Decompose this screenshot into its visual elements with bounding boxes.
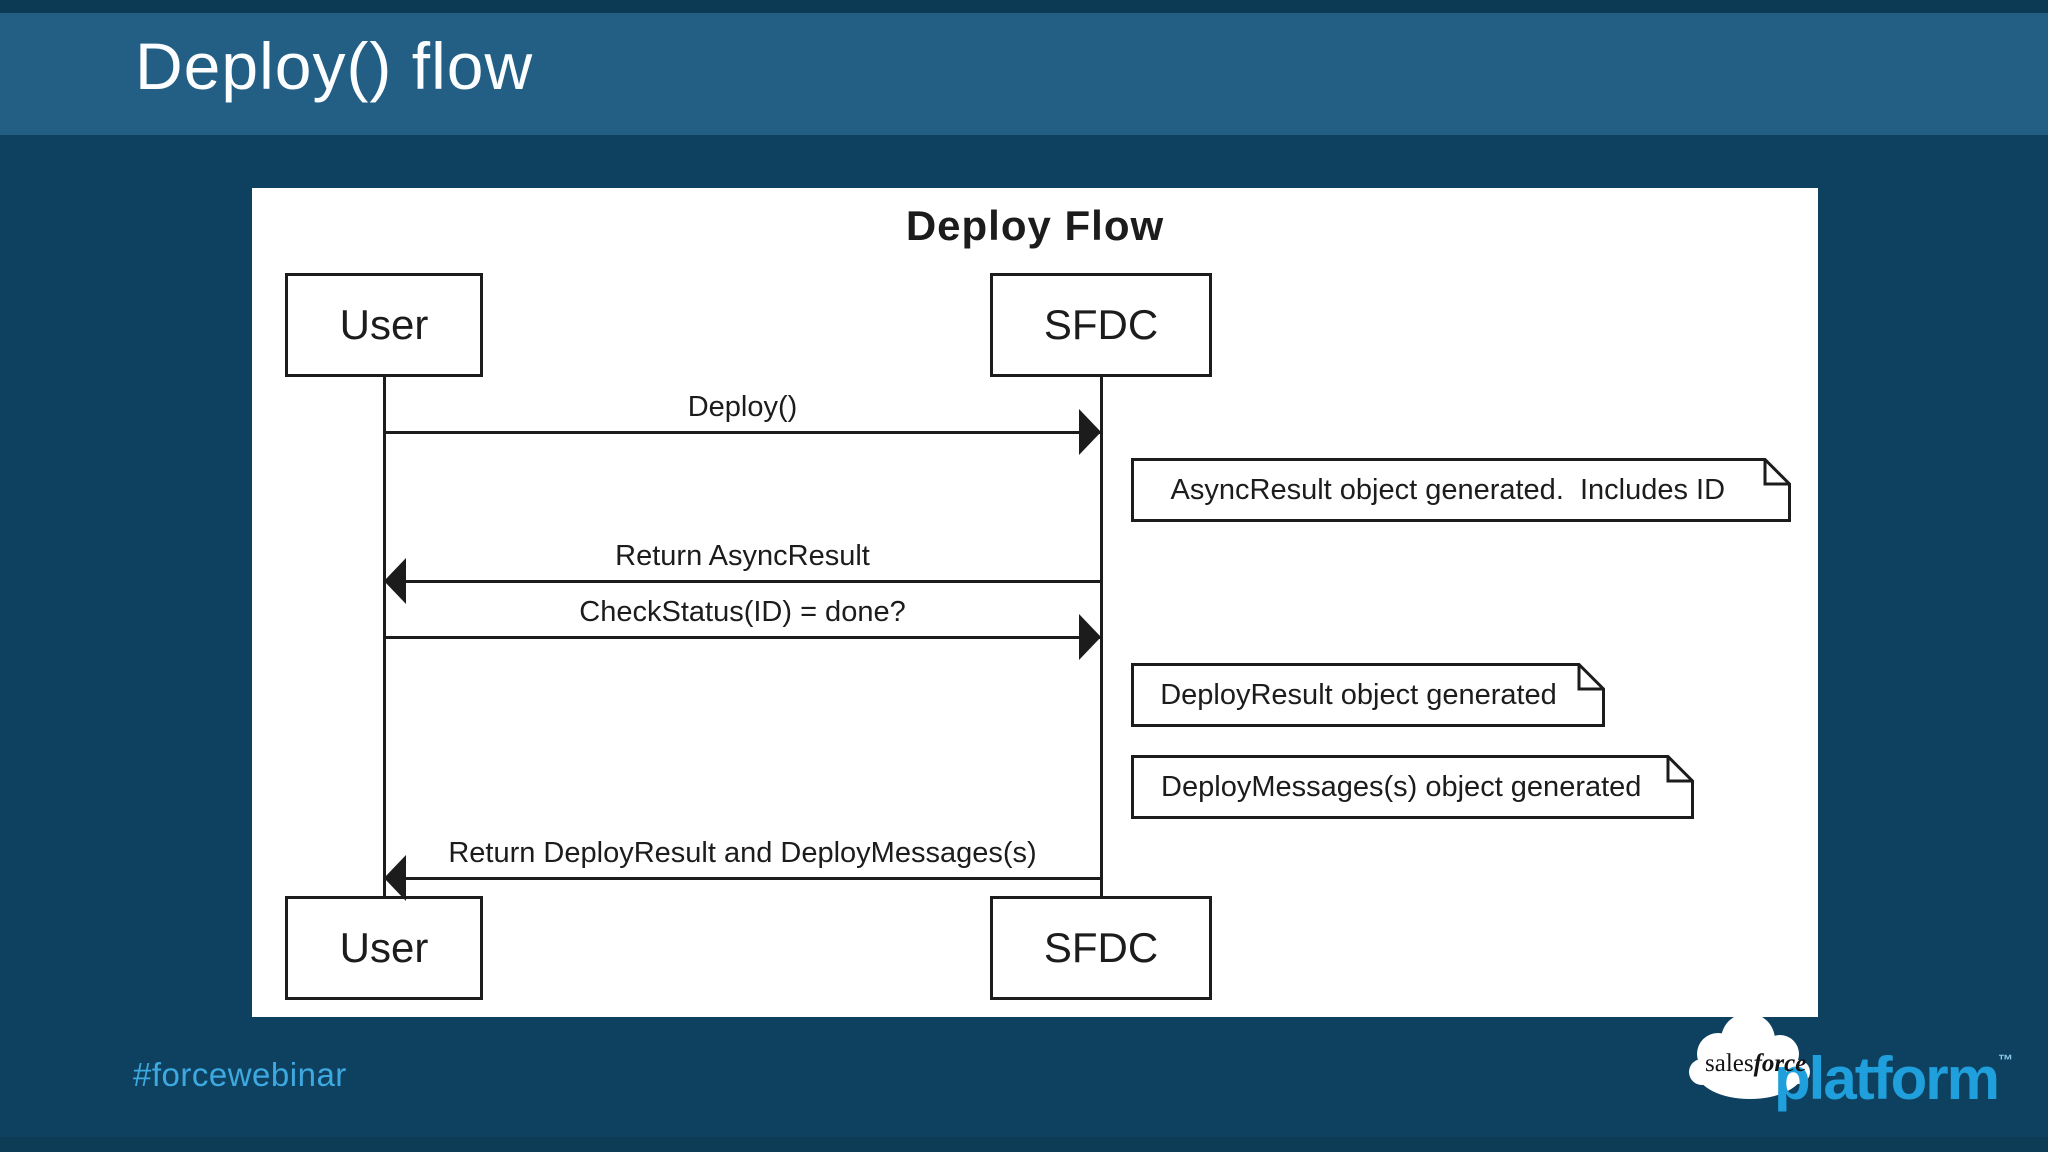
salesforce-wordmark-sales: sales: [1705, 1050, 1754, 1077]
message-label-deploy: Deploy(): [687, 391, 798, 423]
note-asyncresult: AsyncResult object generated. Includes I…: [1131, 458, 1791, 522]
note-text: DeployResult object generated: [1160, 678, 1557, 711]
note-text: AsyncResult object generated. Includes I…: [1170, 473, 1726, 506]
actor-box-user-top: User: [285, 273, 483, 377]
top-strip: [0, 0, 2048, 13]
note-outline-icon: [1131, 458, 1791, 522]
message-label-checkstatus: CheckStatus(ID) = done?: [579, 596, 906, 628]
diagram-title: Deploy Flow: [905, 202, 1165, 249]
salesforce-cloud-icon: [1689, 1013, 1810, 1099]
hashtag-label: #forcewebinar: [133, 1056, 347, 1093]
message-line-deploy: [384, 431, 1101, 434]
arrowhead-left-icon: [384, 855, 406, 901]
note-outline-icon: [1131, 663, 1605, 727]
platform-wordmark: platform™: [1774, 1044, 2013, 1113]
message-line-checkstatus: [384, 636, 1101, 639]
actor-box-sfdc-bottom: SFDC: [990, 896, 1212, 1000]
trademark-symbol: ™: [1998, 1052, 2013, 1069]
sequence-diagram: Deploy Flow User SFDC User SFDC Deploy()…: [252, 188, 1818, 1017]
note-deploymessages: DeployMessages(s) object generated: [1131, 755, 1694, 819]
actor-box-user-bottom: User: [285, 896, 483, 1000]
message-line-return-asyncresult: [384, 580, 1101, 583]
message-label-return-deployresult: Return DeployResult and DeployMessages(s…: [448, 837, 1037, 869]
note-outline-icon: [1131, 755, 1694, 819]
arrowhead-right-icon: [1079, 614, 1101, 660]
arrowhead-left-icon: [384, 558, 406, 604]
arrowhead-right-icon: [1079, 409, 1101, 455]
note-deployresult: DeployResult object generated: [1131, 663, 1605, 727]
slide-title: Deploy() flow: [135, 29, 534, 103]
platform-wordmark-text: platform: [1774, 1045, 2000, 1112]
note-text: DeployMessages(s) object generated: [1161, 770, 1642, 803]
message-line-return-deployresult: [384, 877, 1101, 880]
bottom-strip: [0, 1137, 2048, 1152]
message-label-return-asyncresult: Return AsyncResult: [615, 540, 870, 572]
salesforce-wordmark: salesforce: [1705, 1050, 1806, 1078]
salesforce-wordmark-force: force: [1753, 1050, 1807, 1077]
actor-box-sfdc-top: SFDC: [990, 273, 1212, 377]
slide-header: Deploy() flow: [0, 13, 2048, 135]
lifeline-sfdc: [1100, 377, 1103, 896]
salesforce-platform-logo: salesforce platform™: [1688, 1010, 2048, 1130]
